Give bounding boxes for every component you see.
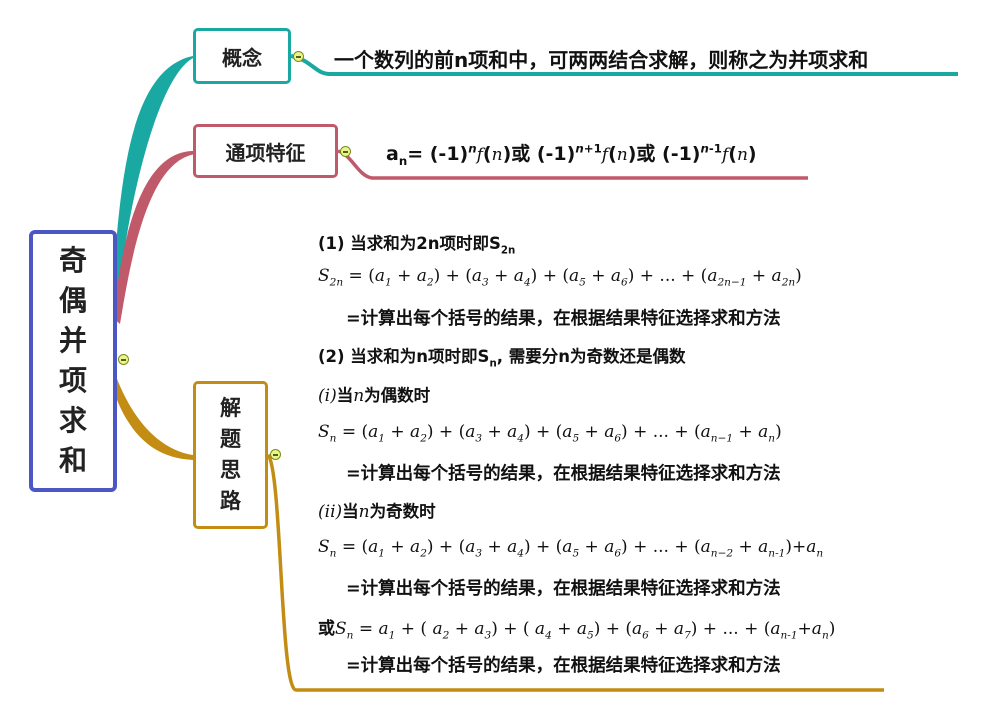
result-text: =计算出每个括号的结果，在根据结果特征选择求和方法 xyxy=(346,309,781,329)
collapse-icon[interactable] xyxy=(293,51,304,62)
case-even-title: (i)当n为偶数时 xyxy=(318,386,431,406)
case1-title: (1) 当求和为2n项时即S2n xyxy=(318,234,516,257)
approach-char: 题 xyxy=(220,427,241,451)
formula-sn-even: Sn = (a1 + a2) + (a3 + a4) + (a5 + a6) +… xyxy=(318,422,782,445)
general-term-branch xyxy=(113,151,196,324)
approach-branch xyxy=(110,365,193,460)
formula-sn-odd-alt: 或Sn = a1 + ( a2 + a3) + ( a4 + a5) + (a6… xyxy=(318,619,836,642)
concept-text: 一个数列的前n项和中，可两两结合求解，则称之为并项求和 xyxy=(334,48,869,72)
root-char: 偶 xyxy=(58,284,87,317)
concept-node[interactable]: 概念 xyxy=(193,28,291,84)
formula-sn-odd: Sn = (a1 + a2) + (a3 + a4) + (a5 + a6) +… xyxy=(318,537,824,560)
approach-char: 路 xyxy=(220,489,241,513)
general-term-node[interactable]: 通项特征 xyxy=(193,124,338,178)
collapse-icon[interactable] xyxy=(340,146,351,157)
approach-node[interactable]: 解 题 思 路 xyxy=(193,381,268,529)
collapse-icon[interactable] xyxy=(118,354,129,365)
general-term-formula: an= (-1)nf(n)或 (-1)n+1f(n)或 (-1)n-1f(n) xyxy=(386,141,757,168)
case2-title: (2) 当求和为n项时即Sn, 需要分n为奇数还是偶数 xyxy=(318,347,686,370)
concept-label: 概念 xyxy=(222,45,262,70)
root-char: 奇 xyxy=(58,244,87,277)
root-char: 并 xyxy=(58,324,87,357)
formula-s2n: S2n = (a1 + a2) + (a3 + a4) + (a5 + a6) … xyxy=(318,266,802,289)
general-term-label: 通项特征 xyxy=(225,140,306,165)
approach-char: 解 xyxy=(220,396,241,420)
result-text: =计算出每个括号的结果，在根据结果特征选择求和方法 xyxy=(346,579,781,599)
result-text: =计算出每个括号的结果，在根据结果特征选择求和方法 xyxy=(346,656,781,676)
result-text: =计算出每个括号的结果，在根据结果特征选择求和方法 xyxy=(346,464,781,484)
approach-char: 思 xyxy=(220,458,241,482)
collapse-icon[interactable] xyxy=(270,449,281,460)
root-char: 项 xyxy=(58,364,87,397)
root-node[interactable]: 奇 偶 并 项 求 和 xyxy=(29,230,117,492)
root-char: 和 xyxy=(58,444,87,477)
case-odd-title: (ii)当n为奇数时 xyxy=(318,502,436,522)
root-char: 求 xyxy=(58,404,87,437)
